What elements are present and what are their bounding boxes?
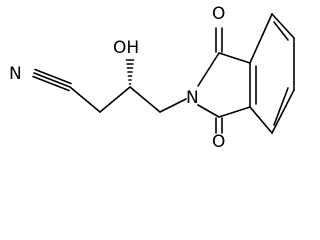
ch2-to-nitrile-bond — [69, 86, 101, 113]
benzene-inner-bond-b — [273, 21, 289, 41]
bottom-carbonyl-oxygen-label: O — [212, 132, 225, 149]
benzene-bond-3 — [271, 13, 295, 39]
c1-to-c7a-bond — [218, 52, 251, 64]
triple-bond-line-3 — [34, 68, 72, 85]
stereocenter-to-ch2-bond — [129, 86, 161, 113]
imide-nitrogen-label: N — [186, 88, 199, 108]
ch2-to-stereocenter-bond — [99, 86, 131, 113]
triple-bond-line-2 — [33, 72, 71, 88]
benzene-bond-2 — [249, 13, 273, 64]
benzene-bond-5 — [271, 89, 295, 134]
hydroxyl-label: OH — [113, 38, 139, 58]
nitrile-nitrogen-label: N — [9, 64, 22, 84]
n-to-c1-bond — [197, 52, 220, 87]
nitrile-group — [32, 68, 72, 92]
structure-diagram: N OH N O O — [9, 4, 295, 149]
carbonyl-top — [215, 27, 223, 53]
top-carbonyl-oxygen-label: O — [212, 4, 225, 24]
benzene-ring — [249, 13, 295, 134]
n-to-c3-bond — [197, 104, 220, 118]
stereo-hash-bond — [125, 59, 135, 85]
ch2-to-imide-n-bond — [159, 98, 187, 113]
triple-bond-line-1 — [32, 75, 70, 92]
imide-ring — [197, 52, 251, 118]
carbonyl-bottom — [215, 117, 223, 134]
carbon-chain — [69, 86, 187, 113]
c3-to-c3a-bond — [218, 106, 251, 118]
benzene-inner-bond-c — [273, 87, 289, 126]
benzene-bond-6 — [249, 106, 273, 134]
